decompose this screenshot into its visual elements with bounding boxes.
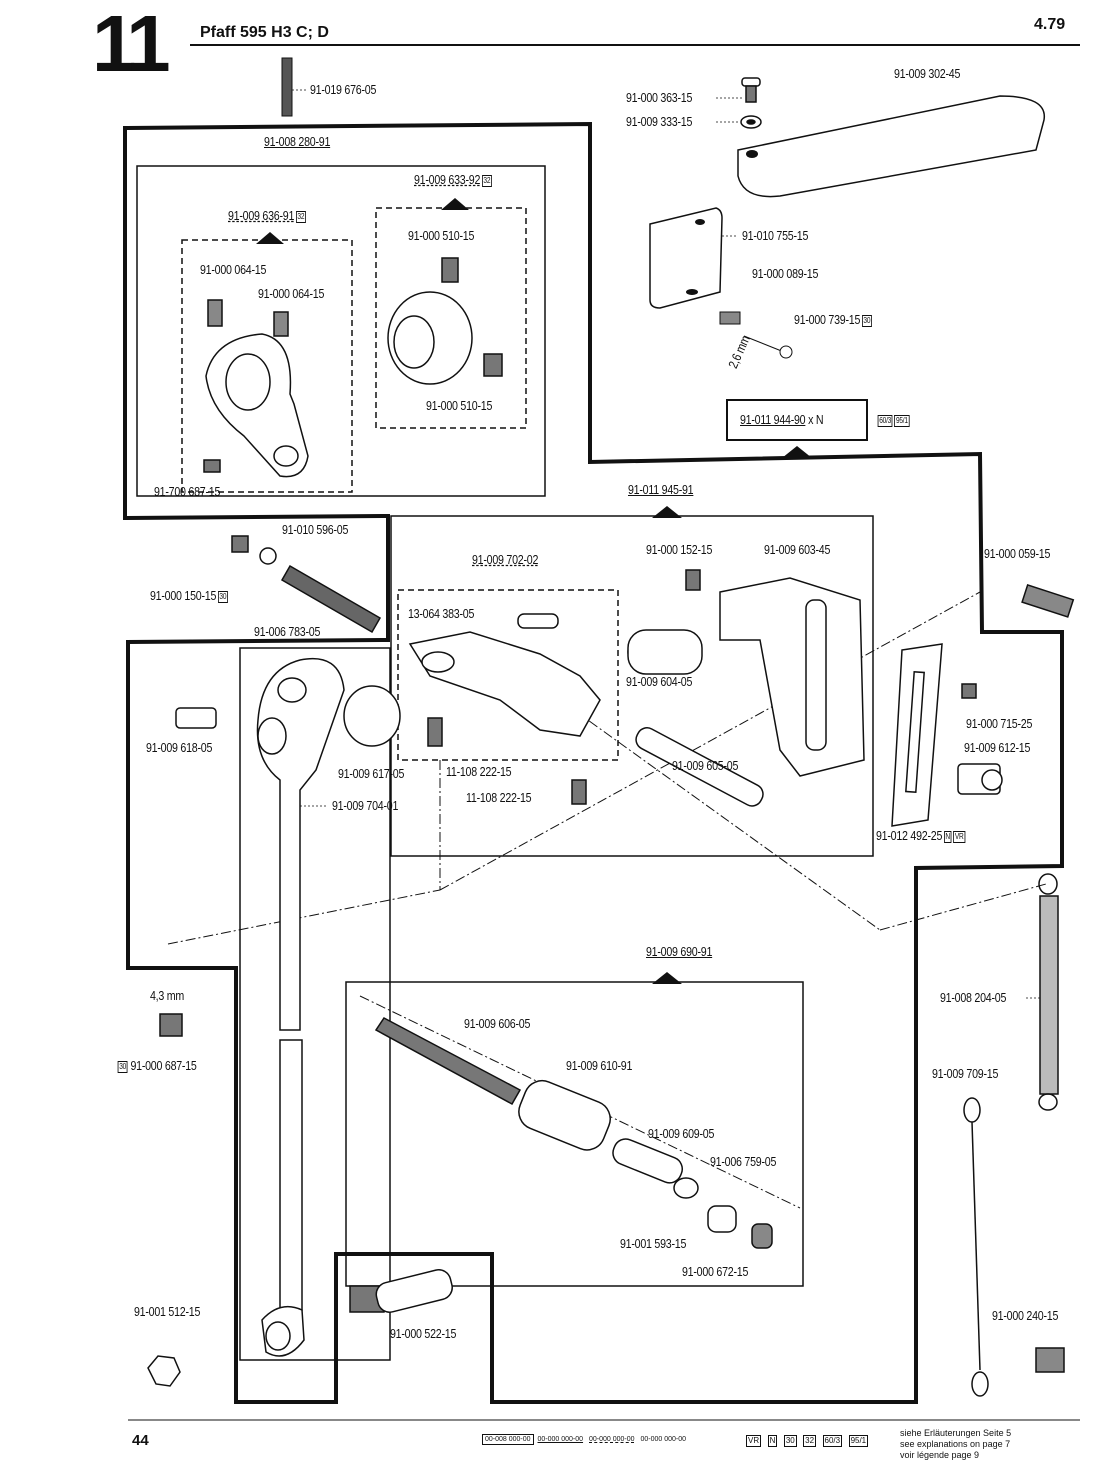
part-label-assembly-702: 91-009 702-02 (472, 552, 539, 567)
part-label-screw-bottom: 91-700 687-15 (154, 484, 221, 499)
part-label-pin-618: 91-009 618-05 (146, 740, 213, 755)
tag-492-b: VR (953, 830, 966, 843)
part-label-braided-783: 91-006 783-05 (254, 624, 321, 639)
revision-date: 4.79 (1034, 16, 1066, 33)
legend-tag-60-3: 60/3 (822, 1434, 843, 1447)
legend-tag-n: N (767, 1434, 778, 1447)
part-label-box-944: 91-011 944-90 x N (740, 412, 824, 427)
tag-636: 32 (295, 210, 306, 223)
legend-keys: 00-008 000-00 00-000 000-00 00-000 000-0… (482, 1434, 688, 1445)
part-label-sleeve-596: 91-010 596-05 (282, 522, 349, 537)
part-label-lever-704: 91-009 704-01 (332, 798, 399, 813)
part-label-assembly-280: 91-008 280-91 (264, 134, 331, 149)
footer-notes: siehe Erläuterungen Seite 5 see explanat… (900, 1428, 1011, 1461)
legend-key-4: 00-000 000-00 (640, 1436, 687, 1443)
part-label-collar-617: 91-009 617-05 (338, 766, 405, 781)
legend-tag-32: 32 (803, 1434, 817, 1447)
part-label-assembly-945: 91-011 945-91 (628, 482, 694, 497)
note-english: see explanations on page 7 (900, 1439, 1011, 1449)
frame-adjuster-group (345, 981, 804, 1287)
part-label-nut-512: 91-001 512-15 (134, 1304, 201, 1319)
part-label-shaft-605: 91-009 605-05 (672, 758, 739, 773)
part-label-washer-759: 91-006 759-05 (710, 1154, 777, 1169)
part-label-screw-left: 91-000 064-15 (200, 262, 267, 277)
part-label-link-709: 91-009 709-15 (932, 1066, 999, 1081)
part-label-screw-cover: 91-000 363-15 (626, 90, 693, 105)
part-number-633: 91-009 633-92 (414, 172, 481, 187)
frame-dashed-702 (397, 589, 619, 761)
part-label-threaded-rod-606: 91-009 606-05 (464, 1016, 531, 1031)
assembly-frame-upper (123, 121, 1064, 1404)
header-rule (190, 44, 1080, 46)
part-suffix-944: x N (808, 412, 824, 427)
frame-lever-group (239, 647, 391, 1361)
tag-739: 30 (861, 314, 872, 327)
part-label-spring-204: 91-008 204-05 (940, 990, 1007, 1005)
tag-633: 32 (481, 174, 492, 187)
part-label-screw-222-a: 11-108 222-15 (446, 764, 512, 779)
part-number-687: 91-000 687-15 (130, 1058, 197, 1073)
page-number: 44 (132, 1432, 149, 1449)
frame-clamp-group (136, 165, 546, 497)
part-label-screw-240: 91-000 240-15 (992, 1308, 1059, 1323)
note-french: voir légende page 9 (900, 1450, 980, 1460)
tag-687: 30 (117, 1060, 128, 1073)
part-label-pin-522: 91-000 522-15 (390, 1326, 457, 1341)
part-label-plate-screw: 91-000 089-15 (752, 266, 819, 281)
part-label-set-screw-lower: 91-000 510-15 (426, 398, 493, 413)
part-label-screw-687: 30 91-000 687-15 (116, 1058, 197, 1073)
part-label-set-screw-upper: 91-000 510-15 (408, 228, 475, 243)
part-label-screw-715: 91-000 715-25 (966, 716, 1033, 731)
part-label-cover-plate: 91-009 302-45 (894, 66, 961, 81)
part-label-small-plate: 91-010 755-15 (742, 228, 809, 243)
legend-tag-95-1: 95/1 (848, 1434, 869, 1447)
part-label-assembly-690: 91-009 690-91 (646, 944, 713, 959)
legend-key-2: 00-000 000-00 (537, 1436, 584, 1443)
page-title: Pfaff 595 H3 C; D (200, 24, 329, 41)
legend-tag-30: 30 (783, 1434, 797, 1447)
part-number-150: 91-000 150-15 (150, 588, 217, 603)
tag-944-a: 60/3 (877, 414, 893, 427)
tag-492-a: N (943, 830, 952, 843)
part-label-screw-right: 91-000 064-15 (258, 286, 325, 301)
frame-box-944 (726, 399, 868, 441)
dimension-4-3mm: 4,3 mm (150, 988, 185, 1003)
part-label-washer: 91-009 333-15 (626, 114, 693, 129)
part-number-636: 91-009 636-91 (228, 208, 295, 223)
part-label-screw-672: 91-000 672-15 (682, 1264, 749, 1279)
note-german: siehe Erläuterungen Seite 5 (900, 1428, 1012, 1438)
legend-tags: VR N 30 32 60/3 95/1 (744, 1432, 869, 1450)
part-label-nut-593: 91-001 593-15 (620, 1236, 687, 1251)
legend-key-1: 00-008 000-00 (482, 1434, 534, 1445)
chapter-number: 11 (92, 0, 171, 88)
tag-944-b: 95/1 (894, 414, 910, 427)
part-label-block-612: 91-009 612-15 (964, 740, 1031, 755)
legend-tag-vr: VR (746, 1434, 762, 1447)
part-label-spring-609: 91-009 609-05 (648, 1126, 715, 1141)
part-label-screw-222-b: 11-108 222-15 (466, 790, 532, 805)
part-number-739: 91-000 739-15 (794, 312, 861, 327)
legend-key-3: 00-000 000-00 (589, 1436, 635, 1443)
part-label-pin-383: 13-064 383-05 (408, 606, 475, 621)
part-label-bushing-604: 91-009 604-05 (626, 674, 693, 689)
tag-150: 30 (217, 590, 228, 603)
part-label-threaded-rod: 91-019 676-05 (310, 82, 377, 97)
part-label-knob-610: 91-009 610-91 (566, 1058, 633, 1073)
part-number-944: 91-011 944-90 (740, 412, 806, 427)
frame-feed-group (390, 515, 874, 857)
part-label-screw-152: 91-000 152-15 (646, 542, 713, 557)
part-number-492: 91-012 492-25 (876, 828, 943, 843)
part-label-screw-059: 91-000 059-15 (984, 546, 1051, 561)
part-label-bracket-603: 91-009 603-45 (764, 542, 831, 557)
